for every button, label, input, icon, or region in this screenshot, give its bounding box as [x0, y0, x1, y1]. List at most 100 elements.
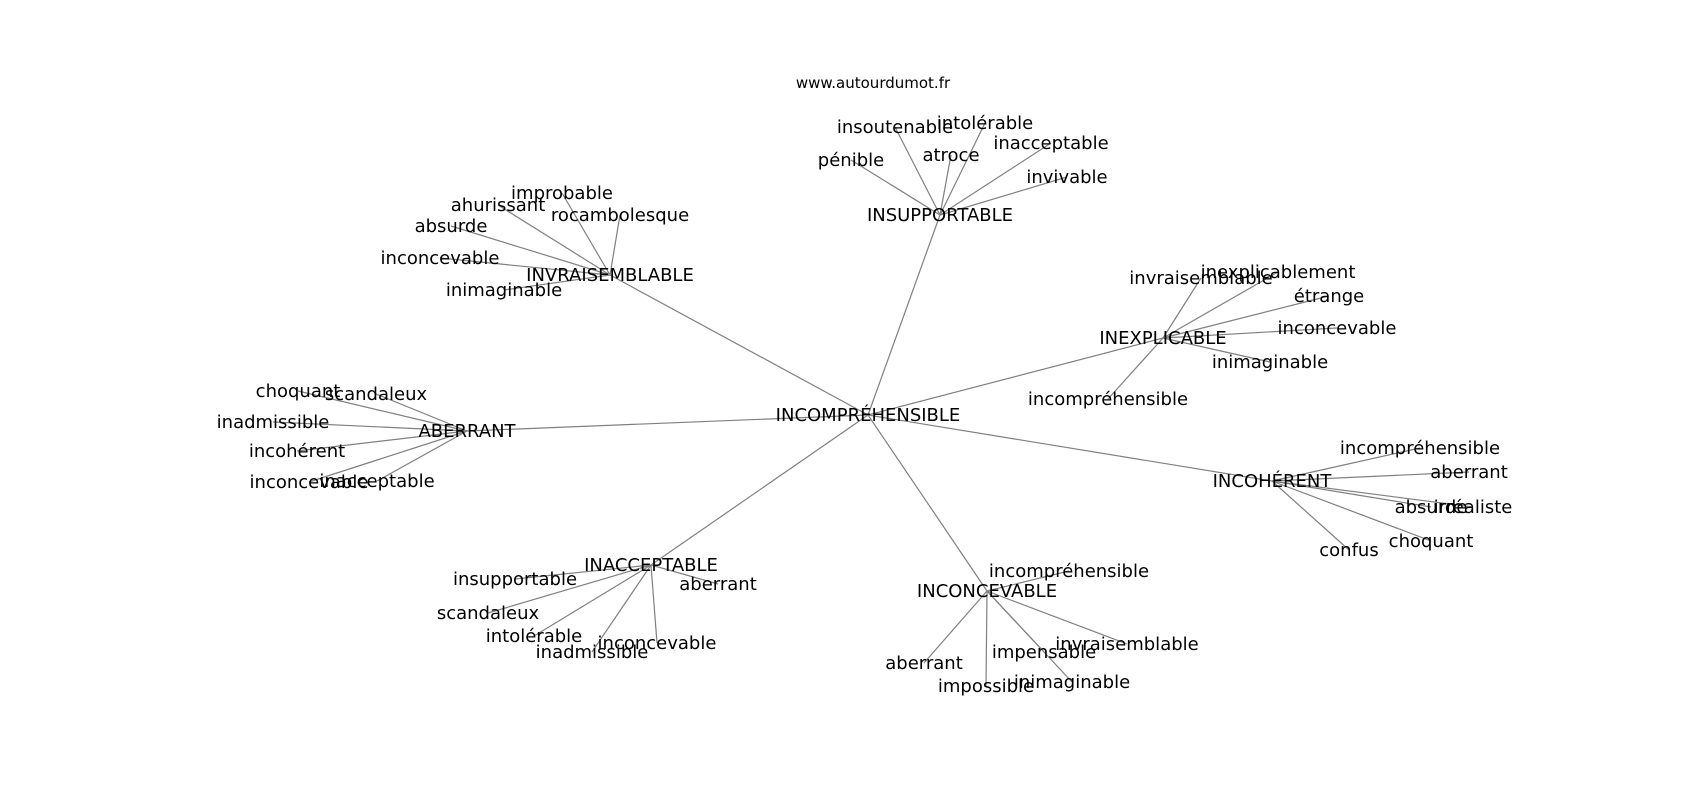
edge-3-0: [297, 390, 468, 432]
edge-0-4: [939, 142, 1052, 216]
edge-1-2: [609, 214, 621, 276]
synonym-node-5-0[interactable]: insupportable: [453, 569, 577, 590]
synonym-node-5-3[interactable]: intolérable: [486, 626, 583, 647]
synonym-node-2-3[interactable]: inconcevable: [1278, 318, 1397, 339]
edge-6-1: [986, 590, 1128, 645]
synonym-node-6-3[interactable]: aberrant: [885, 653, 963, 674]
labels-layer: INCOMPRÉHENSIBLE INSUPPORTABLE pénible inso…: [217, 113, 1513, 697]
synonym-node-3-3[interactable]: incohérent: [249, 441, 345, 462]
synonym-node-1-5[interactable]: inimaginable: [446, 280, 562, 301]
synonym-node-4-5[interactable]: confus: [1319, 540, 1378, 561]
root-node[interactable]: INCOMPRÉHENSIBLE: [776, 404, 961, 426]
edge-root-5: [650, 414, 869, 566]
edge-6-3: [923, 590, 988, 664]
synonym-node-2-1[interactable]: inexplicablement: [1201, 262, 1356, 283]
synonym-node-3-0[interactable]: choquant: [256, 381, 341, 402]
edge-5-0: [514, 564, 652, 580]
edge-4-1: [1271, 471, 1470, 482]
cluster-node-0[interactable]: INSUPPORTABLE: [867, 205, 1013, 226]
edge-3-1: [375, 393, 468, 432]
synonym-node-5-1[interactable]: aberrant: [679, 574, 757, 595]
edge-3-2: [272, 421, 468, 432]
cluster-node-6[interactable]: INCONCEVABLE: [917, 581, 1057, 602]
edge-root-1: [609, 274, 869, 416]
synonym-node-4-3[interactable]: irréaliste: [1434, 497, 1513, 518]
cluster-node-3[interactable]: ABERRANT: [418, 421, 516, 442]
edge-4-0: [1271, 447, 1421, 482]
edge-0-3: [939, 154, 952, 216]
edge-2-3: [1162, 327, 1338, 339]
synonym-node-5-2[interactable]: scandaleux: [437, 603, 540, 624]
synonym-node-6-1[interactable]: invraisemblable: [1055, 634, 1198, 655]
synonym-node-5-4[interactable]: inadmissible: [536, 642, 649, 663]
edge-5-4: [591, 564, 652, 653]
synonym-node-2-5[interactable]: incompréhensible: [1028, 389, 1188, 410]
synonym-node-1-3[interactable]: absurde: [415, 216, 488, 237]
edge-6-0: [986, 570, 1070, 592]
edge-0-5: [939, 176, 1068, 216]
synonym-node-3-4[interactable]: inconcevable: [250, 472, 369, 493]
edge-4-3: [1271, 480, 1474, 508]
edge-2-1: [1162, 271, 1279, 339]
synonym-node-3-1[interactable]: scandaleux: [325, 384, 428, 405]
synonym-node-0-2[interactable]: intolérable: [937, 113, 1034, 134]
edge-root-4: [867, 414, 1273, 482]
edge-1-4: [439, 257, 611, 276]
synonym-node-2-2[interactable]: étrange: [1294, 286, 1364, 307]
synonym-node-6-5[interactable]: inimaginable: [1014, 672, 1130, 693]
edge-5-3: [533, 564, 652, 637]
synonym-node-0-1[interactable]: insoutenable: [837, 117, 953, 138]
edge-2-4: [1162, 337, 1271, 363]
edge-2-0: [1162, 277, 1202, 339]
synonym-node-6-2[interactable]: impensable: [992, 642, 1096, 663]
edge-1-0: [561, 192, 611, 276]
synonym-node-0-4[interactable]: inacceptable: [993, 133, 1108, 154]
cluster-node-2[interactable]: INEXPLICABLE: [1099, 328, 1226, 349]
edge-root-6: [867, 414, 988, 592]
synonym-node-0-0[interactable]: pénible: [818, 150, 884, 171]
edge-6-4: [985, 590, 988, 687]
cluster-node-5[interactable]: INACCEPTABLE: [584, 555, 718, 576]
edge-4-5: [1271, 480, 1350, 551]
edge-4-2: [1271, 480, 1432, 508]
synonym-node-0-3[interactable]: atroce: [922, 145, 979, 166]
synonym-node-1-4[interactable]: inconcevable: [381, 248, 500, 269]
synonym-node-2-4[interactable]: inimaginable: [1212, 352, 1328, 373]
edge-2-5: [1107, 337, 1164, 400]
synonym-node-6-4[interactable]: impossible: [938, 676, 1034, 697]
edge-root-3: [466, 414, 869, 432]
synonym-node-3-5[interactable]: inacceptable: [319, 471, 434, 492]
cluster-node-4[interactable]: INCOHÉRENT: [1213, 470, 1333, 492]
edge-1-3: [450, 225, 611, 276]
synonym-node-6-0[interactable]: incompréhensible: [989, 561, 1149, 582]
edge-root-0: [867, 214, 941, 416]
synonym-node-4-4[interactable]: choquant: [1389, 531, 1474, 552]
synonym-node-4-0[interactable]: incompréhensible: [1340, 438, 1500, 459]
synonym-node-1-0[interactable]: improbable: [511, 183, 613, 204]
watermark-text: www.autourdumot.fr: [796, 74, 951, 92]
synonym-node-4-2[interactable]: absurde: [1395, 497, 1468, 518]
edge-1-1: [497, 204, 611, 276]
synonym-node-2-0[interactable]: invraisemblable: [1129, 268, 1272, 289]
synonym-node-0-5[interactable]: invivable: [1026, 167, 1107, 188]
edge-1-5: [503, 274, 611, 291]
edge-0-1: [894, 126, 941, 216]
edge-6-5: [986, 590, 1073, 683]
edge-5-2: [487, 564, 652, 614]
synonym-node-3-2[interactable]: inadmissible: [217, 412, 330, 433]
edge-3-3: [296, 430, 468, 452]
edge-3-5: [376, 430, 468, 482]
edge-2-2: [1162, 295, 1330, 339]
synonym-node-4-1[interactable]: aberrant: [1430, 462, 1508, 483]
synonym-node-1-1[interactable]: ahurissant: [451, 195, 546, 216]
edge-root-2: [867, 337, 1164, 416]
edge-4-4: [1271, 480, 1432, 542]
edge-5-5: [650, 564, 658, 644]
edge-0-2: [939, 122, 986, 216]
edge-0-0: [850, 159, 941, 216]
synonym-node-5-5[interactable]: inconcevable: [598, 633, 717, 654]
synonym-node-1-2[interactable]: rocambolesque: [551, 205, 689, 226]
edges-layer: [272, 122, 1474, 687]
cluster-node-1[interactable]: INVRAISEMBLABLE: [526, 265, 694, 286]
